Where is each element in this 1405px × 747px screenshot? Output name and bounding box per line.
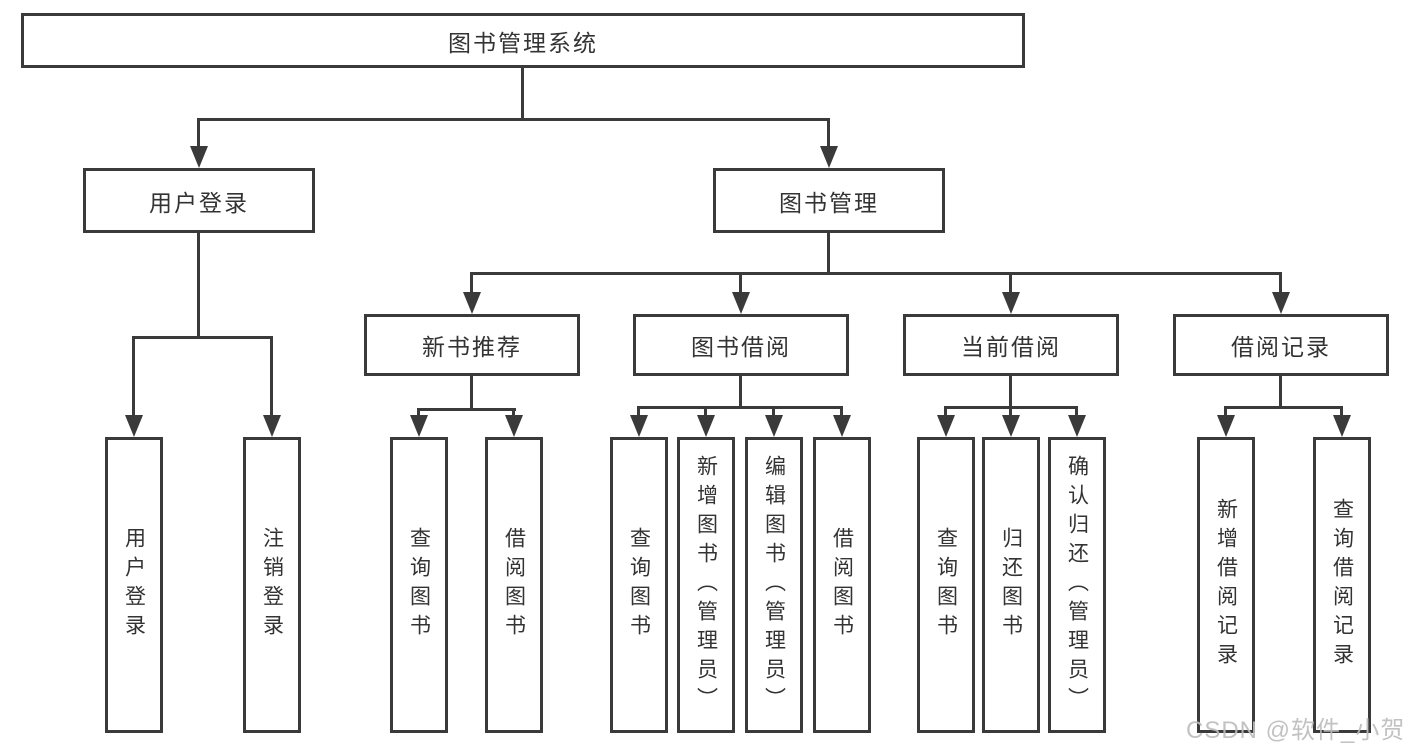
connector-user-login-stem — [197, 233, 200, 336]
arrowhead-leaf-borrow1 — [505, 415, 523, 437]
node-user-login-label: 用户登录 — [149, 189, 249, 216]
leaf-return-books-label: 归还图书 — [999, 527, 1023, 643]
node-user-login: 用户登录 — [83, 168, 315, 233]
csdn-watermark: CSDN @软件_小贺同学 — [1186, 717, 1405, 744]
node-book-management-label: 图书管理 — [779, 189, 879, 216]
connector-to-leaf-add-book — [704, 406, 707, 415]
arrowhead-leaf-confirm — [1068, 415, 1086, 437]
connector-new-book-bar — [417, 408, 516, 411]
arrowhead-book-management — [820, 146, 838, 168]
leaf-confirm-return-admin-label: 确认归还（管理员） — [1065, 454, 1089, 716]
connector-current-stem — [1009, 376, 1012, 406]
arrowhead-leaf-borrow2 — [833, 415, 851, 437]
node-borrow-records-label: 借阅记录 — [1231, 334, 1331, 360]
connector-new-book-stem — [470, 376, 473, 408]
arrowhead-user-login — [190, 146, 208, 168]
leaf-add-books-admin-label: 新增图书（管理员） — [694, 454, 718, 716]
leaf-user-login-label: 用户登录 — [122, 527, 146, 643]
leaf-query-books-borrowing: 查询图书 — [610, 437, 668, 733]
leaf-edit-books-admin-label: 编辑图书（管理员） — [762, 454, 786, 716]
connector-to-leaf-return — [1009, 406, 1012, 415]
arrowhead-leaf-login — [125, 415, 143, 437]
connector-to-user-login — [197, 118, 200, 146]
arrowhead-borrowing — [732, 292, 750, 314]
connector-records-bar — [1224, 406, 1343, 409]
connector-to-leaf-logout — [270, 336, 273, 415]
connector-to-leaf-query-record — [1340, 406, 1343, 415]
leaf-borrow-books-label: 借阅图书 — [830, 527, 854, 643]
node-root-label: 图书管理系统 — [448, 29, 598, 56]
connector-to-borrowing — [739, 272, 742, 292]
arrowhead-leaf-query1 — [410, 415, 428, 437]
leaf-query-books-current-label: 查询图书 — [934, 527, 958, 643]
connector-records-stem — [1279, 376, 1282, 406]
leaf-borrow-books-recommend: 借阅图书 — [485, 437, 543, 733]
connector-to-current — [1009, 272, 1012, 292]
leaf-logout-label: 注销登录 — [260, 527, 284, 643]
connector-root-bar — [197, 118, 830, 121]
arrowhead-new-book — [463, 292, 481, 314]
node-new-book-recommend-label: 新书推荐 — [422, 334, 522, 360]
connector-root-stem — [521, 68, 524, 118]
arrowhead-records — [1272, 292, 1290, 314]
arrowhead-leaf-return — [1002, 415, 1020, 437]
node-book-borrowing-label: 图书借阅 — [691, 334, 791, 360]
arrowhead-leaf-query3 — [937, 415, 955, 437]
leaf-query-books-borrowing-label: 查询图书 — [627, 527, 651, 643]
arrowhead-leaf-query-record — [1333, 415, 1351, 437]
connector-to-leaf-borrow1 — [512, 408, 515, 415]
connector-to-leaf-query1 — [417, 408, 420, 415]
leaf-logout: 注销登录 — [243, 437, 301, 733]
connector-to-new-book — [470, 272, 473, 292]
connector-borrowing-stem — [739, 376, 742, 406]
arrowhead-leaf-query2 — [630, 415, 648, 437]
leaf-add-books-admin: 新增图书（管理员） — [677, 437, 735, 733]
connector-to-leaf-edit-book — [772, 406, 775, 415]
connector-to-records — [1279, 272, 1282, 292]
leaf-query-books-recommend: 查询图书 — [390, 437, 448, 733]
arrowhead-leaf-edit-book — [765, 415, 783, 437]
node-current-borrowing: 当前借阅 — [903, 314, 1119, 376]
connector-to-leaf-add-record — [1224, 406, 1227, 415]
leaf-borrow-books: 借阅图书 — [813, 437, 871, 733]
arrowhead-leaf-add-book — [697, 415, 715, 437]
arrowhead-leaf-logout — [263, 415, 281, 437]
node-book-management: 图书管理 — [713, 168, 945, 233]
arrowhead-current — [1002, 292, 1020, 314]
leaf-add-borrow-record-label: 新增借阅记录 — [1214, 498, 1238, 672]
leaf-borrow-books-recommend-label: 借阅图书 — [502, 527, 526, 643]
node-book-borrowing: 图书借阅 — [633, 314, 849, 376]
node-borrow-records: 借阅记录 — [1173, 314, 1389, 376]
arrowhead-leaf-add-record — [1217, 415, 1235, 437]
leaf-add-borrow-record: 新增借阅记录 — [1197, 437, 1255, 733]
node-current-borrowing-label: 当前借阅 — [961, 334, 1061, 360]
leaf-return-books: 归还图书 — [982, 437, 1040, 733]
leaf-user-login: 用户登录 — [105, 437, 163, 733]
leaf-query-borrow-record: 查询借阅记录 — [1313, 437, 1371, 733]
node-root: 图书管理系统 — [21, 13, 1025, 68]
connector-user-login-bar — [132, 336, 273, 339]
connector-to-leaf-query2 — [637, 406, 640, 415]
leaf-query-borrow-record-label: 查询借阅记录 — [1330, 498, 1354, 672]
connector-to-leaf-confirm — [1075, 406, 1078, 415]
connector-to-book-management — [827, 118, 830, 146]
leaf-query-books-current: 查询图书 — [917, 437, 975, 733]
connector-to-leaf-login — [132, 336, 135, 415]
connector-borrowing-bar — [637, 406, 843, 409]
leaf-edit-books-admin: 编辑图书（管理员） — [745, 437, 803, 733]
leaf-confirm-return-admin: 确认归还（管理员） — [1048, 437, 1106, 733]
connector-to-leaf-query3 — [944, 406, 947, 415]
connector-book-mgmt-stem — [827, 233, 830, 272]
connector-to-leaf-borrow2 — [840, 406, 843, 415]
node-new-book-recommend: 新书推荐 — [364, 314, 580, 376]
connector-book-mgmt-bar — [470, 272, 1282, 275]
leaf-query-books-recommend-label: 查询图书 — [407, 527, 431, 643]
